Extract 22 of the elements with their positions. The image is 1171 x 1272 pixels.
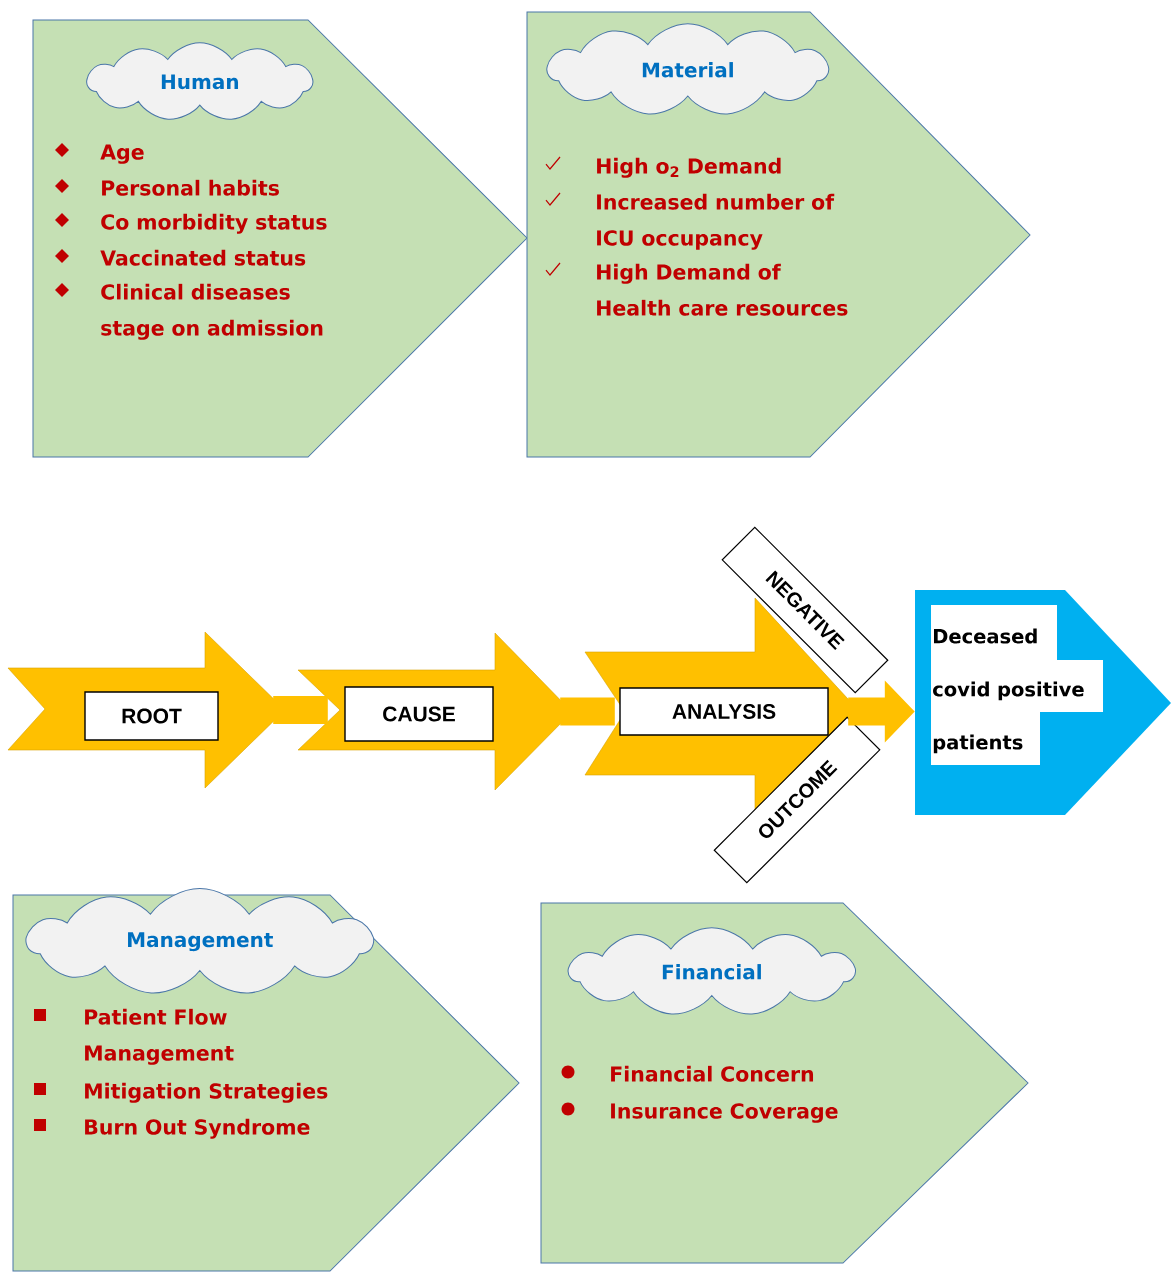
cloud-heading: Financial: [567, 927, 856, 1015]
bullet-item: Financial Concern: [561, 1065, 813, 1082]
cloud-heading: Material: [546, 23, 830, 115]
bullet-item: Increased number of ICU occupancy: [545, 192, 835, 250]
bullet-item: Personal habits: [55, 179, 279, 196]
bullet-item: Insurance Coverage: [561, 1102, 838, 1123]
bullet-item: High Demand of Health care resources: [545, 262, 848, 316]
bullet-item: Age: [55, 143, 144, 164]
pentagon-panel: [32, 19, 528, 458]
bullet-item: Co morbidity status: [55, 213, 327, 234]
outcome-pentagon: Deceased covid positive patients: [915, 590, 1171, 815]
bullet-item: Vaccinated status: [55, 249, 306, 266]
bullet-item: Burn Out Syndrome: [34, 1118, 310, 1139]
bullet-item: Clinical diseases stage on admission: [55, 283, 323, 340]
chevron-banner: CAUSE: [297, 632, 573, 791]
bullet-item: Patient Flow Management: [34, 1008, 234, 1065]
cloud-heading: Management: [25, 888, 375, 994]
pentagon-panel: [526, 11, 1031, 458]
cloud-heading: Human: [86, 42, 314, 120]
bullet-item: Mitigation Strategies: [34, 1082, 328, 1103]
chevron-banner: ROOT: [7, 631, 286, 789]
bullet-item: High o$_{2}$ Demand: [545, 156, 781, 178]
